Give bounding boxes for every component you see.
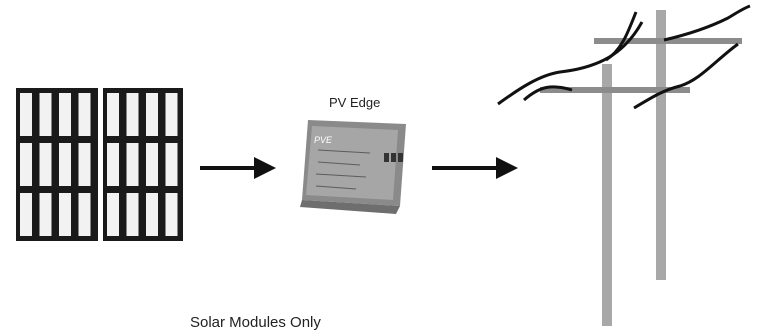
solar-cell [39, 143, 52, 186]
power-line-icon [497, 4, 751, 326]
solar-cell [107, 93, 119, 136]
solar-cell [165, 143, 178, 186]
solar-cell [39, 93, 52, 136]
solar-cell [39, 193, 52, 236]
inverter-brand-text: PVE [314, 135, 333, 145]
solar-cell [20, 93, 32, 136]
solar-cell [78, 143, 91, 186]
solar-cell [146, 93, 158, 136]
solar-cell [146, 193, 158, 236]
solar-cell [126, 93, 139, 136]
solar-cell [126, 143, 139, 186]
solar-cell [107, 193, 119, 236]
solar-cell [59, 93, 71, 136]
solar-cell [126, 193, 139, 236]
arrow-right-icon [432, 157, 518, 179]
solar-cell [165, 93, 178, 136]
inverter-label: PV Edge [329, 95, 381, 110]
solar-cell [146, 143, 158, 186]
solar-cell [20, 193, 32, 236]
solar-cell [78, 193, 91, 236]
solar-cell [59, 193, 71, 236]
solar-cell [20, 143, 32, 186]
solar-panel-icon [16, 88, 183, 241]
solar-cell [107, 143, 119, 186]
solar-cell [59, 143, 71, 186]
solar-cell [78, 93, 91, 136]
caption: Solar Modules Only [190, 314, 321, 331]
solar-cell [165, 193, 178, 236]
arrow-right-icon [200, 157, 276, 179]
inverter-icon: PVE [300, 120, 406, 214]
